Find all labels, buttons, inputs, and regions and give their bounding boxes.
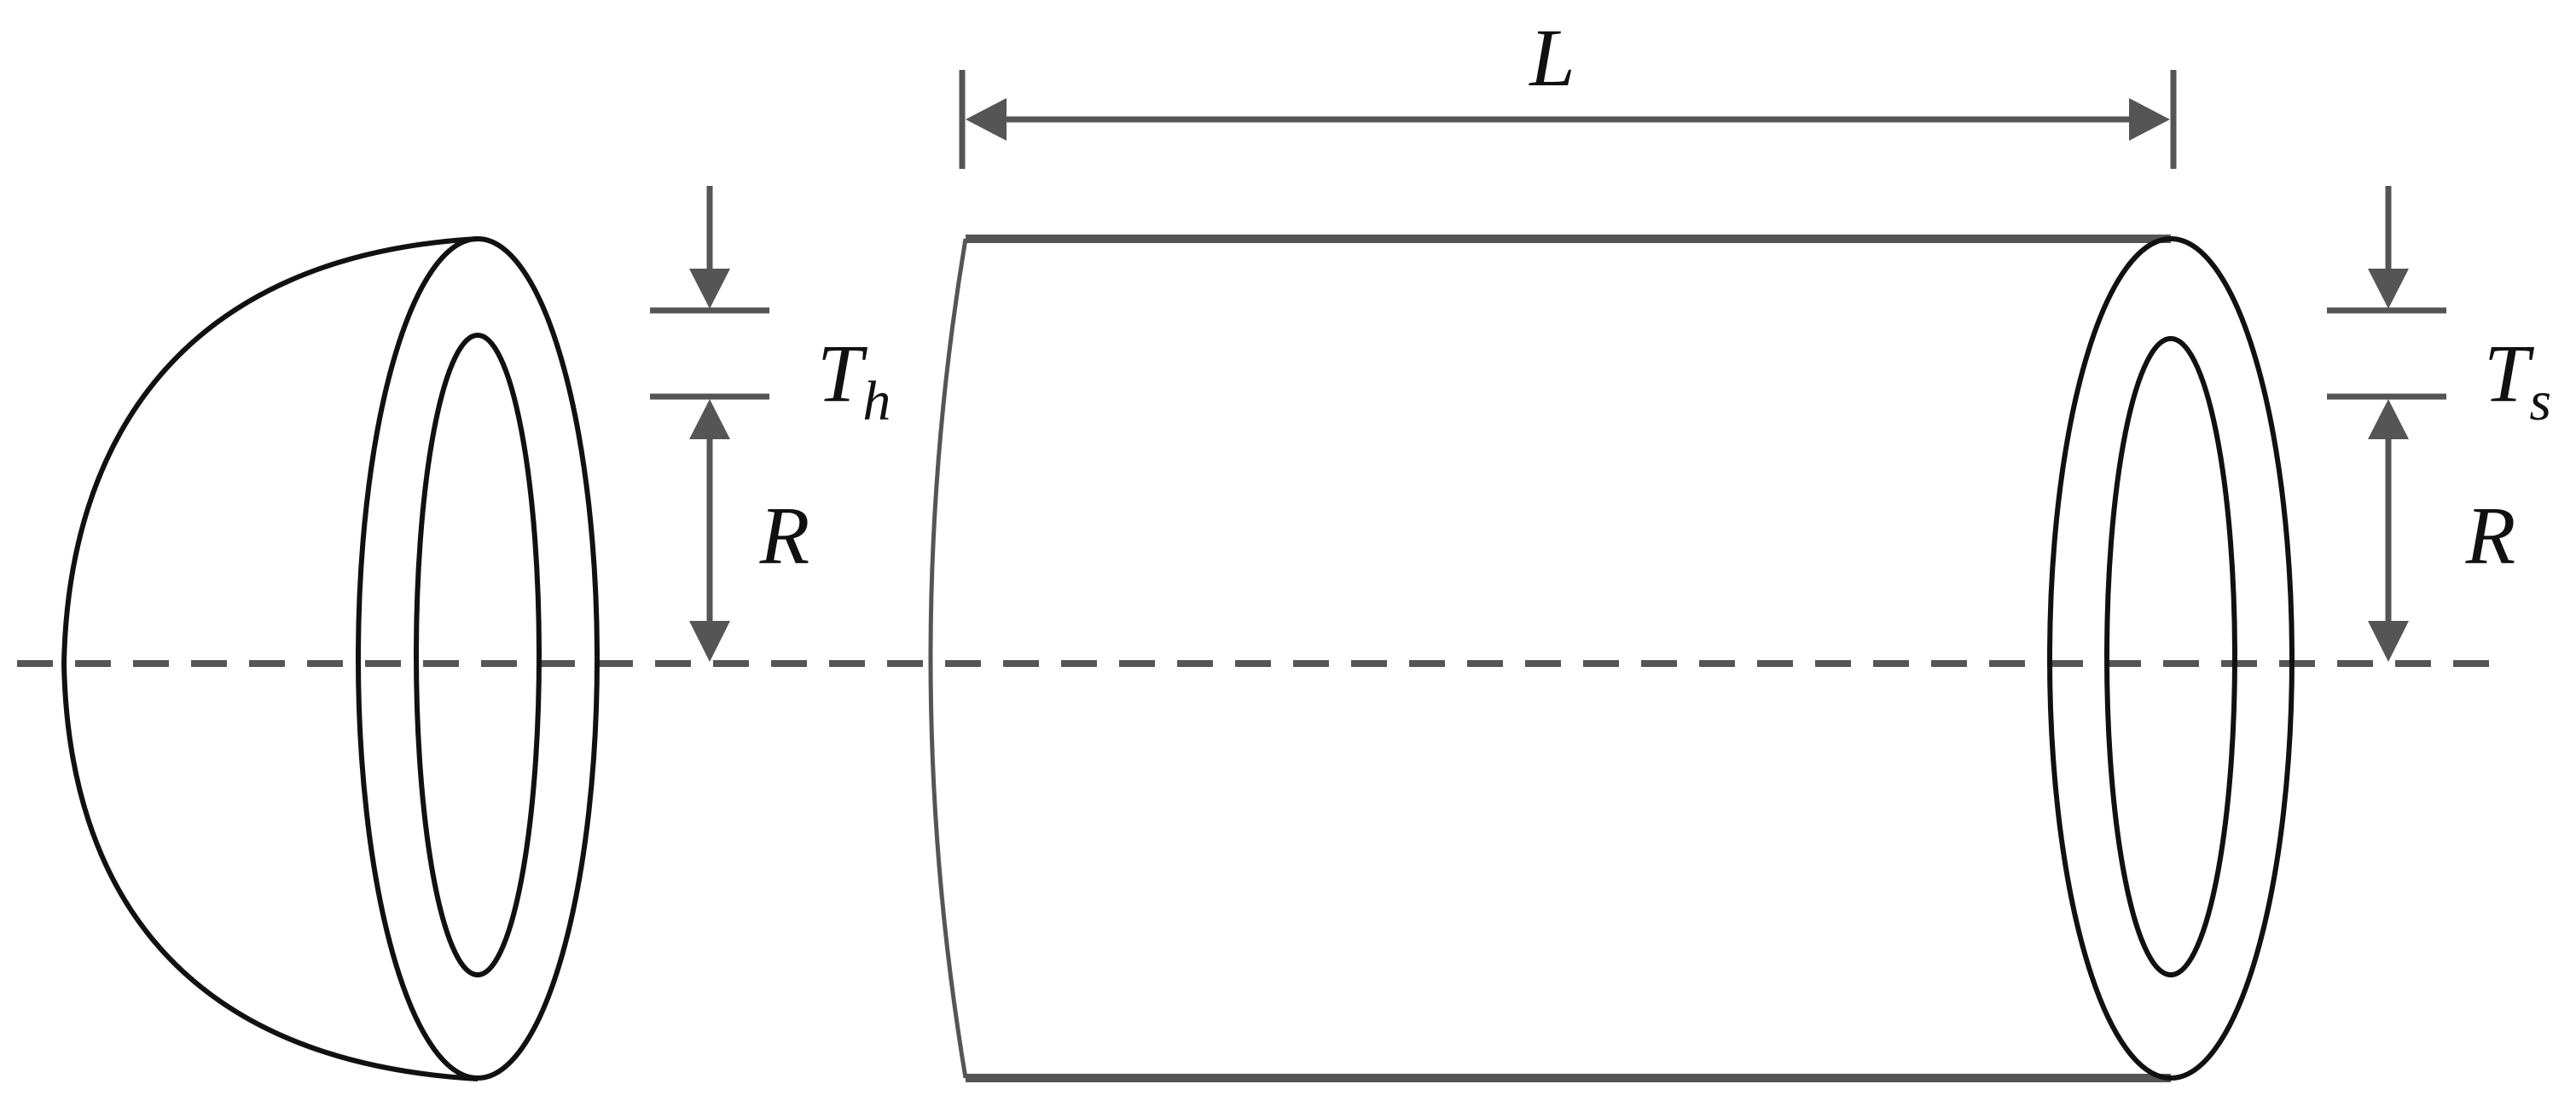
shell-radius-label: R: [2465, 490, 2516, 581]
shell-thickness-top-arrowhead: [2368, 269, 2409, 309]
length-right-arrowhead: [2129, 98, 2170, 141]
head-radius-top-arrowhead: [689, 399, 730, 439]
head-inner-rim: [414, 333, 542, 977]
head-dome-outline: [61, 236, 479, 1081]
shell-thickness-label-base: T: [2484, 328, 2535, 419]
length-dimension: L: [959, 12, 2177, 169]
shell-outer-rim: [2047, 236, 2295, 1081]
head-radius-label: R: [759, 490, 810, 581]
shell-dimensions: Ts R: [2327, 186, 2551, 662]
head-thickness-label: Th: [817, 328, 891, 432]
shell-thickness-label-subscript: s: [2529, 370, 2551, 432]
head-thickness-label-subscript: h: [862, 370, 891, 432]
shell-radius-top-arrowhead: [2368, 399, 2409, 439]
head-outer-rim: [356, 236, 600, 1081]
shell-inner-rim: [2104, 336, 2237, 977]
shell-radius-bottom-arrowhead: [2368, 621, 2409, 662]
head-thickness-top-arrowhead: [689, 269, 730, 309]
shell-thickness-label: Ts: [2484, 328, 2551, 432]
head-radius-bottom-arrowhead: [689, 621, 730, 662]
cylindrical-shell: [928, 235, 2295, 1082]
head-dimensions: Th R: [650, 186, 891, 662]
head-thickness-label-base: T: [817, 328, 868, 419]
length-left-arrowhead: [966, 98, 1007, 141]
shell-left-edge: [928, 238, 968, 1079]
length-label: L: [1528, 12, 1575, 103]
hemispherical-head: [61, 236, 600, 1081]
